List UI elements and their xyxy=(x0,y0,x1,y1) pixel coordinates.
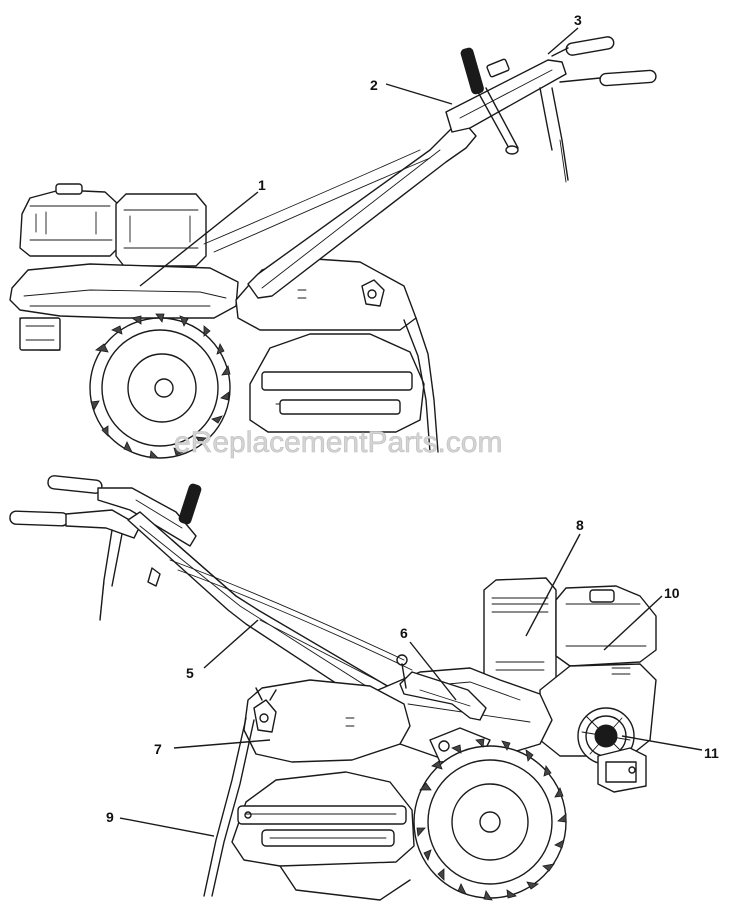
leader-6 xyxy=(409,641,457,701)
engine-bottom xyxy=(483,577,657,793)
tine-hood-bottom xyxy=(203,679,415,901)
callout-5: 5 xyxy=(186,665,194,681)
handlebar-bottom xyxy=(9,475,419,725)
wheel-top xyxy=(89,313,231,459)
callout-7: 7 xyxy=(154,741,162,757)
leader-7 xyxy=(173,739,271,749)
handlebar-top xyxy=(203,36,657,299)
wheel-bottom xyxy=(413,738,567,901)
callout-2: 2 xyxy=(370,77,378,93)
tiller-bottom-view xyxy=(9,475,657,901)
tiller-top-view xyxy=(9,36,657,459)
tine-shield-top xyxy=(249,317,439,453)
leader-lines xyxy=(119,27,703,837)
leader-5 xyxy=(203,619,259,669)
engine-top xyxy=(19,183,207,267)
callout-9: 9 xyxy=(106,809,114,825)
callout-10: 10 xyxy=(664,585,680,601)
callout-1: 1 xyxy=(258,177,266,193)
callout-3: 3 xyxy=(574,12,582,28)
leader-8 xyxy=(525,533,581,637)
callout-labels: 1 2 3 5 6 7 8 9 10 11 xyxy=(106,12,719,825)
body-shield-top xyxy=(9,263,239,351)
leader-10 xyxy=(603,595,663,651)
callout-8: 8 xyxy=(576,517,584,533)
leader-2 xyxy=(385,83,453,105)
leader-9 xyxy=(119,817,215,837)
leader-11 xyxy=(621,735,703,751)
callout-11: 11 xyxy=(704,745,719,761)
callout-6: 6 xyxy=(400,625,408,641)
leader-1 xyxy=(139,191,259,287)
leader-3 xyxy=(547,27,579,55)
watermark-text: eReplacementParts.com xyxy=(174,426,502,459)
